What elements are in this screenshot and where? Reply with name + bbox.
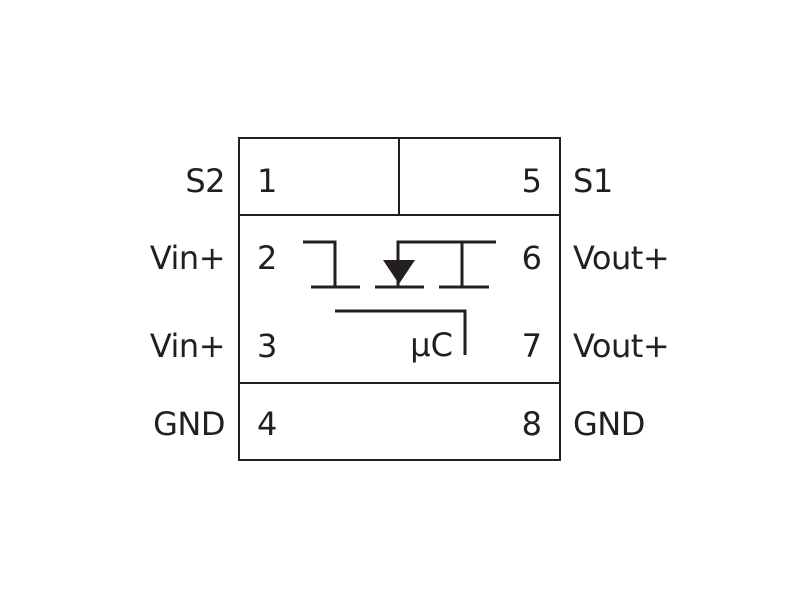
signal-label-pin-1: S2 [185, 162, 225, 200]
switch-icon [303, 240, 360, 289]
pin-number-4: 4 [257, 405, 277, 443]
pin-number-2: 2 [257, 239, 277, 277]
signal-label-pin-5: S1 [573, 162, 613, 200]
pin-number-3: 3 [257, 327, 277, 365]
switch-icon [439, 242, 489, 289]
pin-number-1: 1 [257, 162, 277, 200]
signal-label-pin-7: Vout+ [573, 327, 669, 365]
microcontroller-symbol: μC [335, 309, 467, 364]
signal-label-pin-8: GND [573, 405, 645, 443]
pin-number-8: 8 [522, 405, 542, 443]
signal-label-pin-4: GND [153, 405, 225, 443]
pin-number-6: 6 [522, 239, 542, 277]
signal-label-pin-2: Vin+ [150, 239, 225, 277]
diode-icon [375, 240, 496, 289]
signal-label-pin-6: Vout+ [573, 239, 669, 277]
microcontroller-label: μC [410, 326, 453, 364]
pin-number-7: 7 [522, 327, 542, 365]
signal-label-pin-3: Vin+ [150, 327, 225, 365]
pin-number-5: 5 [522, 162, 542, 200]
